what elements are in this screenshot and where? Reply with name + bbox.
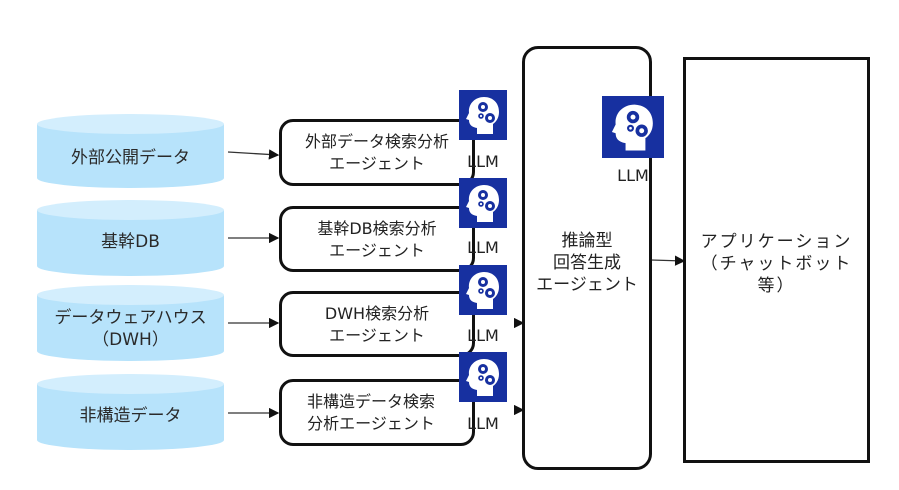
- agent-label-line2: エージェント: [329, 154, 425, 173]
- datasource-external: 外部公開データ: [37, 112, 224, 190]
- reasoning-answer-agent: 推論型 回答生成 エージェント: [522, 46, 652, 470]
- datasource-label: 非構造データ: [79, 406, 182, 426]
- application-label-line2: （チャットボット: [700, 254, 853, 274]
- agent-label-line1: 基幹DB検索分析: [317, 219, 437, 238]
- agent-core-db: 基幹DB検索分析 エージェント: [279, 206, 475, 272]
- agent-label-line2: エージェント: [329, 241, 425, 260]
- datasource-core-db: 基幹DB: [37, 198, 224, 278]
- datasource-label-line2: （DWH）: [92, 330, 169, 350]
- database-cylinder-icon: [37, 200, 224, 276]
- arrow-external-to-agent: [227, 149, 280, 160]
- llm-label: LLM: [617, 166, 649, 185]
- database-cylinder-icon: [37, 374, 224, 450]
- llm-brain-gears-icon: [602, 96, 664, 158]
- agent-dwh: DWH検索分析 エージェント: [279, 291, 475, 357]
- agent-label-line1: 外部データ検索分析: [304, 132, 449, 151]
- llm-label: LLM: [467, 238, 499, 257]
- database-cylinder-icon: [37, 285, 224, 361]
- llm-brain-gears-icon: [459, 265, 507, 315]
- llm-label: LLM: [467, 414, 499, 433]
- datasource-label-line1: データウェアハウス: [54, 308, 207, 328]
- reasoning-label-line2: 回答生成: [553, 253, 621, 273]
- datasource-unstructured: 非構造データ: [37, 372, 224, 452]
- llm-brain-gears-icon: [459, 352, 507, 402]
- llm-brain-gears-icon: [459, 90, 507, 140]
- datasource-dwh: データウェアハウス （DWH）: [37, 283, 224, 363]
- llm-brain-gears-icon: [459, 178, 507, 228]
- llm-label: LLM: [467, 326, 499, 345]
- agent-label-line2: 分析エージェント: [307, 414, 435, 433]
- datasource-label: 外部公開データ: [71, 148, 190, 168]
- llm-label: LLM: [467, 152, 499, 171]
- reasoning-label-line1: 推論型: [561, 231, 613, 251]
- application-label-line3: 等）: [757, 276, 796, 296]
- arrow-reasoning-to-app: [650, 255, 686, 266]
- application-box: アプリケーション （チャットボット 等）: [683, 57, 870, 463]
- agent-label-line2: エージェント: [329, 326, 425, 345]
- reasoning-label-line3: エージェント: [536, 275, 638, 295]
- application-label-line1: アプリケーション: [700, 232, 853, 252]
- database-cylinder-icon: [37, 114, 224, 188]
- agent-label-line1: DWH検索分析: [324, 304, 430, 323]
- agent-unstructured: 非構造データ検索 分析エージェント: [279, 379, 475, 446]
- agent-external-data: 外部データ検索分析 エージェント: [279, 119, 475, 186]
- agent-label-line1: 非構造データ検索: [306, 392, 435, 411]
- datasource-label: 基幹DB: [101, 232, 160, 252]
